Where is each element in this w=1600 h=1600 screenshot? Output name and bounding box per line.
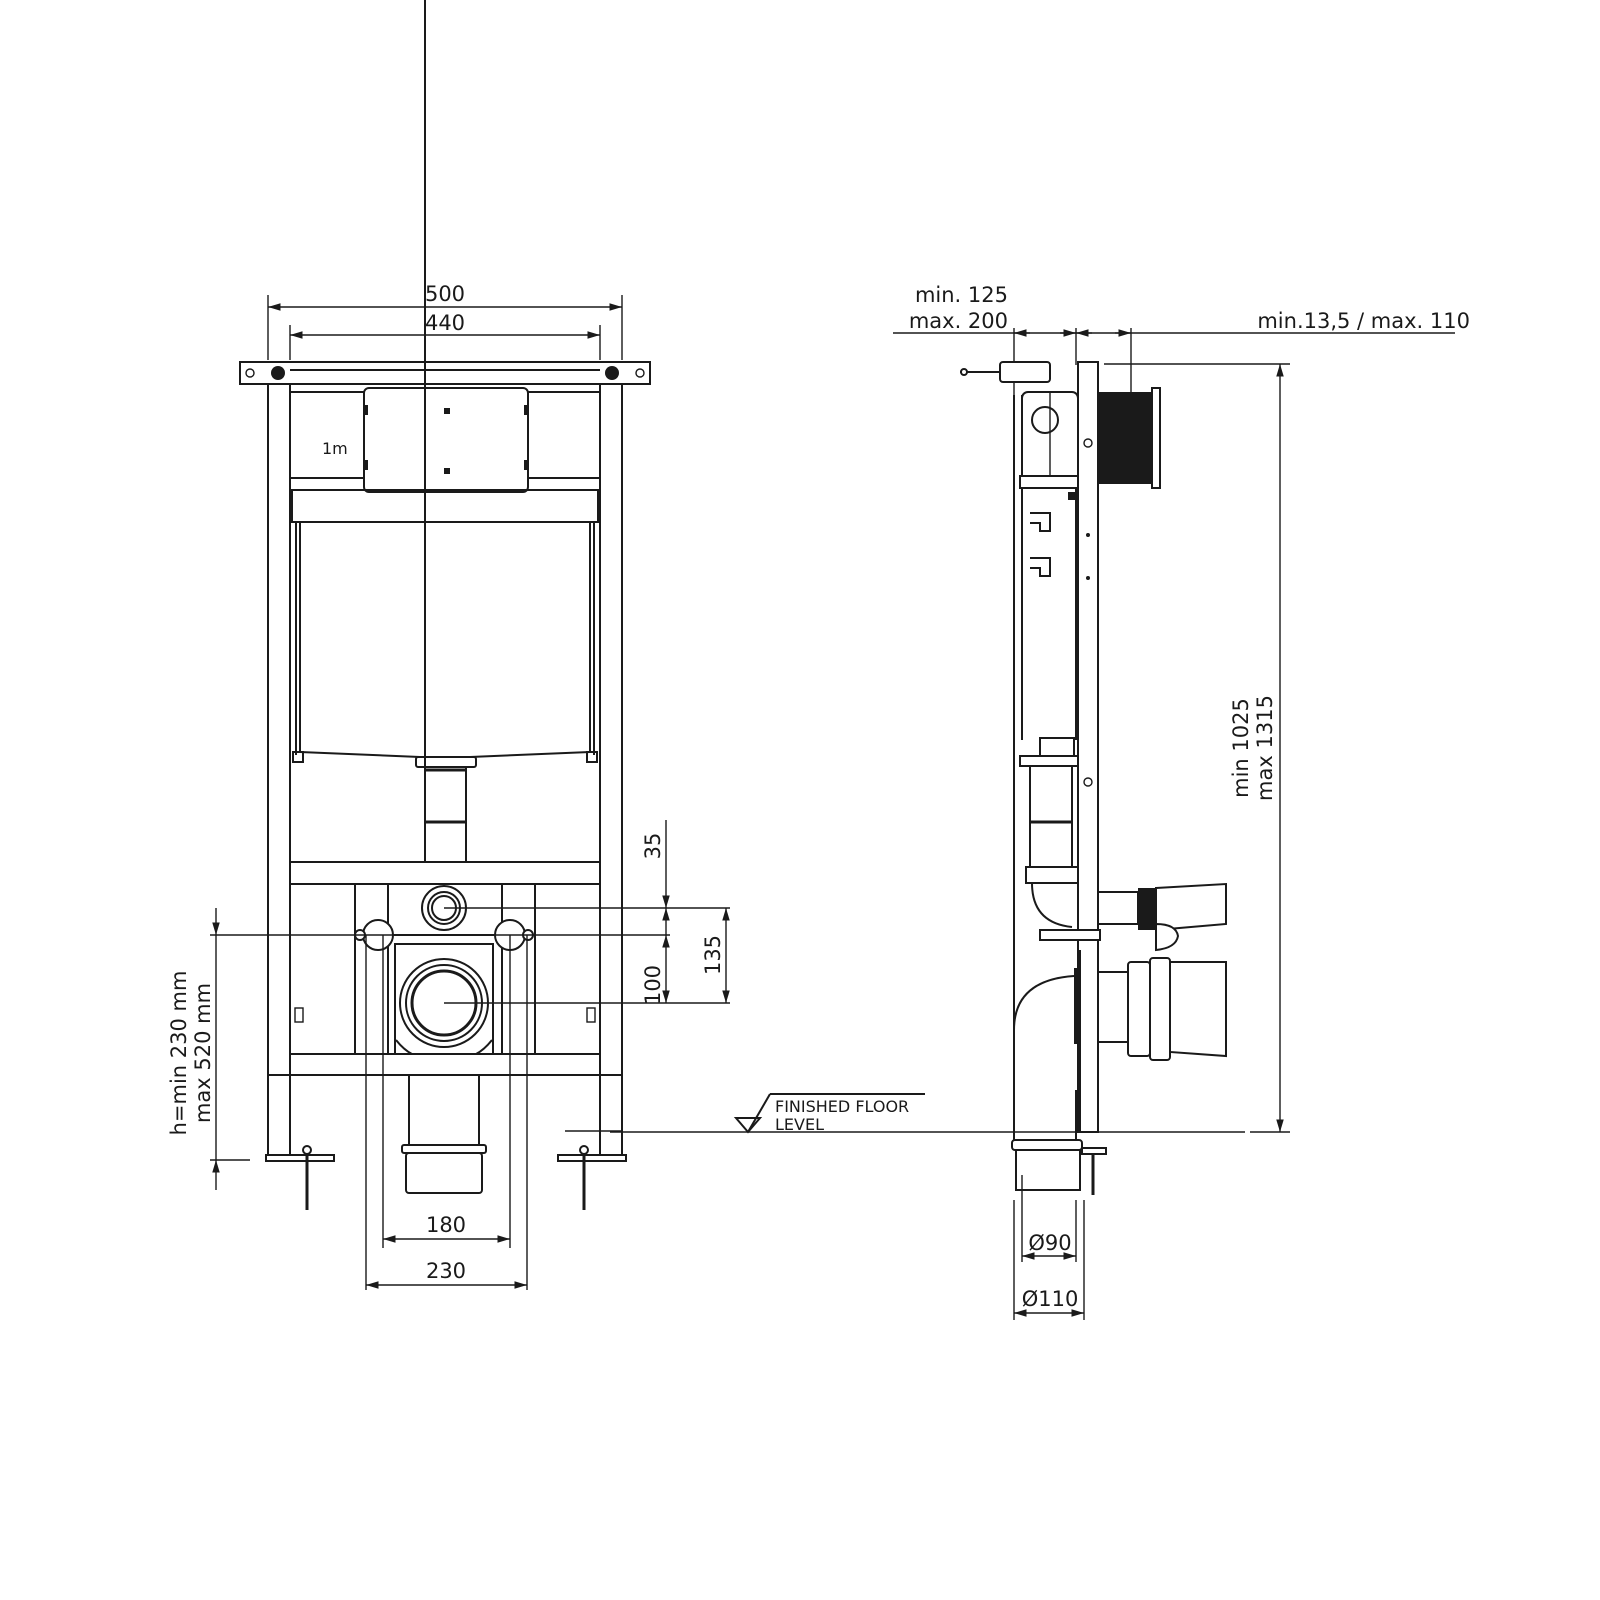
wall-offset-label: min.13,5 / max. 110 xyxy=(1257,309,1470,333)
top-rail xyxy=(239,361,651,385)
flush-offset-label: 35 xyxy=(641,833,665,860)
fixing-height-max-label: max 520 mm xyxy=(191,983,215,1123)
overall-width-label: 500 xyxy=(425,282,465,306)
fixing-height-min-label: h=min 230 mm xyxy=(167,971,191,1136)
fixing-spacing-inner-label: 180 xyxy=(426,1213,466,1237)
flush-to-drain-label: 135 xyxy=(701,935,725,975)
depth-max-label: max. 200 xyxy=(909,309,1008,333)
drain-outer-diameter-label: Ø110 xyxy=(1022,1287,1079,1311)
fixing-spacing-outer-label: 230 xyxy=(426,1259,466,1283)
left-dimension-lines xyxy=(210,908,250,1190)
height-min-label: min 1025 xyxy=(1229,698,1253,798)
actuator-plate: 1m xyxy=(290,387,600,493)
height-max-label: max 1315 xyxy=(1253,695,1277,801)
bottom-dimension-lines xyxy=(365,935,528,1290)
floor-level-label-line2: LEVEL xyxy=(775,1115,824,1134)
drain-inner-diameter-label: Ø90 xyxy=(1028,1231,1071,1255)
side-view xyxy=(610,328,1455,1320)
cistern xyxy=(291,0,599,862)
drain-outlet xyxy=(394,943,494,1194)
depth-min-label: min. 125 xyxy=(915,283,1008,307)
frame-posts xyxy=(265,384,627,1210)
front-view: 1m xyxy=(210,0,730,1290)
brand-mark: 1m xyxy=(322,439,348,458)
mounting-crossbar xyxy=(268,861,622,1076)
floor-level-label-line1: FINISHED FLOOR xyxy=(775,1097,909,1116)
width-dimension-lines xyxy=(267,295,623,360)
inner-width-label: 440 xyxy=(425,311,465,335)
right-dimension-lines xyxy=(210,820,730,1004)
drain-to-fixing-label: 100 xyxy=(641,965,665,1005)
